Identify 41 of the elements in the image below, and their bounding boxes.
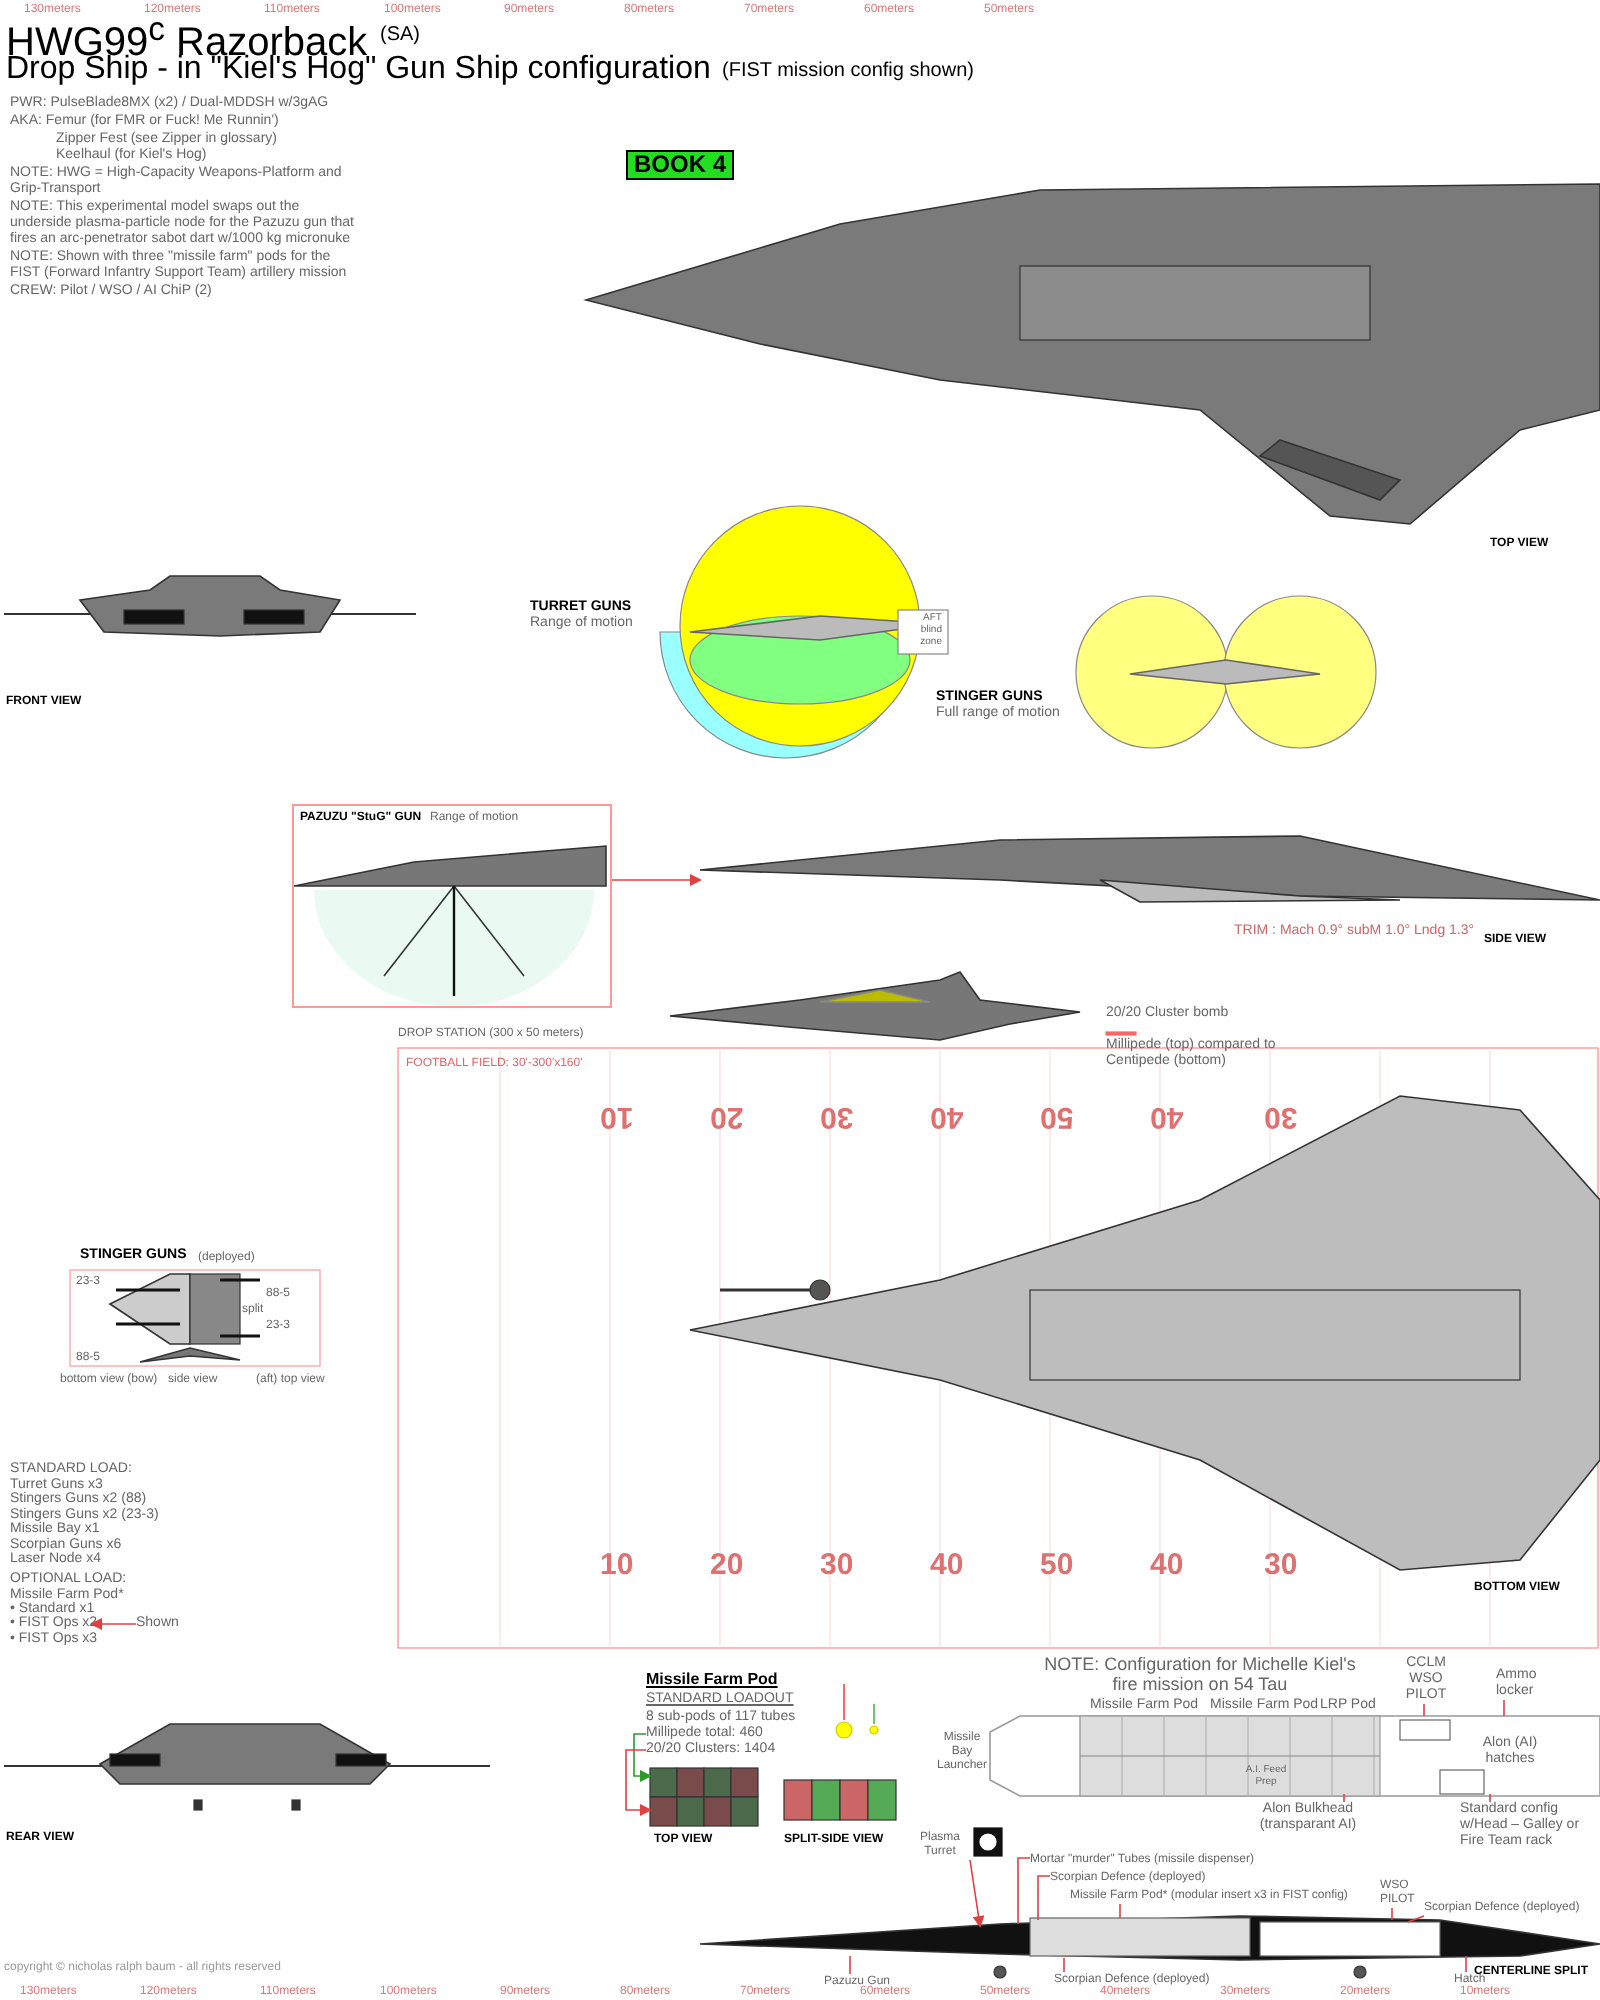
configuration-note: NOTE: Configuration for Michelle Kiel's fire mission on 54 Tau — [1042, 1654, 1358, 1694]
arrow — [625, 1749, 652, 1816]
leader-line — [1423, 1703, 1425, 1717]
yard-number: 30 — [1264, 1100, 1298, 1132]
leader-line — [1489, 1793, 1491, 1803]
section-heading: Missile Farm Pod — [646, 1672, 778, 1688]
book-badge: BOOK 4 — [626, 150, 735, 180]
leader-line — [1063, 1957, 1065, 1973]
range-panel — [292, 804, 612, 1008]
yard-number: 20 — [710, 1550, 744, 1582]
yard-number: 40 — [1150, 1550, 1184, 1582]
arrow — [969, 1859, 985, 1928]
leader-line — [1343, 1793, 1345, 1803]
subtitle-note: (FIST mission config shown) — [722, 60, 974, 82]
spaceship-side-view-drawing — [699, 835, 1600, 903]
arrow — [90, 1618, 137, 1630]
deck-plan-drawing — [989, 1715, 1600, 1797]
leader-line — [1037, 1875, 1051, 1921]
yard-number: 10 — [600, 1100, 634, 1132]
yard-number: 30 — [1264, 1550, 1298, 1582]
yard-number: 10 — [600, 1550, 634, 1582]
centerline-cutaway-drawing — [699, 1915, 1600, 1961]
leader-line — [1119, 1903, 1121, 1919]
yard-number: 20 — [710, 1100, 744, 1132]
title-suffix: (SA) — [380, 24, 420, 46]
leader-line — [849, 1955, 851, 1975]
yard-number: 50 — [1040, 1550, 1074, 1582]
leader-line — [1503, 1699, 1505, 1717]
yard-number: 40 — [930, 1550, 964, 1582]
arrow — [633, 1733, 652, 1782]
missile-pod-top-view-drawing — [649, 1767, 759, 1827]
arrow — [611, 874, 702, 886]
yard-number: 30 — [820, 1550, 854, 1582]
leader-line — [1391, 1907, 1393, 1921]
leader-line — [1407, 1915, 1425, 1923]
yard-number: 30 — [820, 1100, 854, 1132]
leader-line — [1017, 1857, 1031, 1925]
leader-line — [1465, 1955, 1467, 1973]
yard-number: 50 — [1040, 1100, 1074, 1132]
yard-number: 40 — [1150, 1100, 1184, 1132]
yard-number: 40 — [930, 1100, 964, 1132]
